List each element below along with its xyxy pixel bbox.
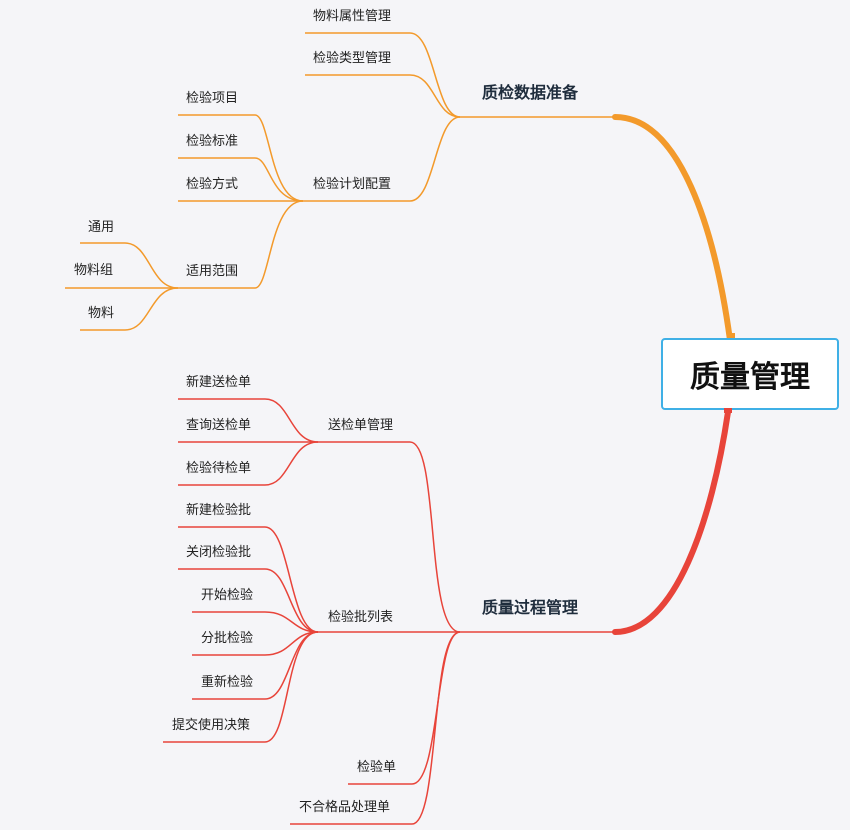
b1-to-c2-connector <box>411 631 461 785</box>
b1-to-c3-connector <box>411 631 461 825</box>
node-inspection-item[interactable]: 检验项目 <box>186 91 239 106</box>
root-bottom-nub <box>724 408 732 413</box>
node-nonconforming-order[interactable]: 不合格品处理单 <box>299 800 391 815</box>
g3-to-l0-connector <box>124 242 179 289</box>
node-applicable-scope[interactable]: 适用范围 <box>186 264 239 279</box>
node-pending-submission[interactable]: 检验待检单 <box>186 461 252 476</box>
b0-to-c1-connector <box>409 74 461 118</box>
root-to-b1-connector <box>612 409 731 635</box>
g3-to-l2-connector <box>124 287 179 331</box>
node-inspection-method[interactable]: 检验方式 <box>186 177 239 192</box>
node-inspection-order[interactable]: 检验单 <box>357 760 397 775</box>
node-inspection-standard[interactable]: 检验标准 <box>186 134 239 149</box>
c1-to-g4-connector <box>264 631 319 700</box>
c1-to-g3-connector <box>264 631 319 656</box>
node-scope-material-group[interactable]: 物料组 <box>74 263 114 278</box>
node-scope-material[interactable]: 物料 <box>88 306 115 321</box>
c1-to-g0-connector <box>264 526 319 633</box>
node-new-submission[interactable]: 新建送检单 <box>186 375 252 390</box>
c1-to-g1-connector <box>264 568 319 633</box>
node-inspection-type-mgmt[interactable]: 检验类型管理 <box>313 51 392 66</box>
root-to-b0-connector <box>612 114 733 343</box>
node-split-inspection[interactable]: 分批检验 <box>201 631 254 646</box>
c2-to-g3-connector <box>254 200 304 289</box>
c1-to-g2-connector <box>264 611 319 633</box>
c2-to-g1-connector <box>254 157 304 202</box>
root-top-nub <box>727 333 735 338</box>
node-material-attr-mgmt[interactable]: 物料属性管理 <box>313 9 392 24</box>
c0-to-g2-connector <box>264 441 319 486</box>
b0-to-c2-connector <box>409 116 461 202</box>
c1-to-g5-connector <box>264 631 319 743</box>
c2-to-g0-connector <box>254 114 304 202</box>
node-inspection-batch-list[interactable]: 检验批列表 <box>328 610 394 625</box>
node-new-batch[interactable]: 新建检验批 <box>186 503 252 518</box>
node-submission-mgmt[interactable]: 送检单管理 <box>328 418 394 433</box>
node-submit-usage-decision[interactable]: 提交使用决策 <box>172 718 251 733</box>
node-query-submission[interactable]: 查询送检单 <box>186 418 252 433</box>
node-inspection-plan-config[interactable]: 检验计划配置 <box>313 177 392 192</box>
node-start-inspection[interactable]: 开始检验 <box>201 588 254 603</box>
b0-to-c0-connector <box>409 32 461 118</box>
root-node[interactable]: 质量管理 <box>661 338 839 410</box>
branch-quality-data-prep[interactable]: 质检数据准备 <box>482 83 579 102</box>
node-close-batch[interactable]: 关闭检验批 <box>186 545 252 560</box>
b1-to-c0-connector <box>409 441 461 633</box>
node-reinspection[interactable]: 重新检验 <box>201 675 254 690</box>
c0-to-g0-connector <box>264 398 319 443</box>
branch-quality-process-mgmt[interactable]: 质量过程管理 <box>482 598 579 617</box>
root-label: 质量管理 <box>690 360 810 395</box>
node-scope-general[interactable]: 通用 <box>88 220 115 235</box>
